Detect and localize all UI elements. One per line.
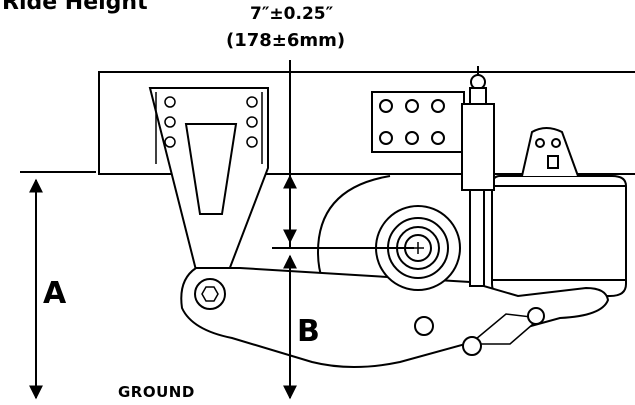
ground-label: GROUND bbox=[118, 383, 195, 401]
shock-absorber bbox=[461, 66, 495, 287]
dimension-metric-label: (178±6mm) bbox=[226, 30, 346, 51]
mount-plate bbox=[371, 91, 465, 153]
page-title: Ride Height bbox=[2, 0, 148, 15]
dimension-b-label: B bbox=[297, 314, 320, 349]
dimension-lines bbox=[20, 60, 414, 400]
axle-center-bushing bbox=[375, 205, 461, 291]
air-spring bbox=[491, 127, 627, 297]
hanger-bracket bbox=[148, 87, 269, 279]
dimension-imperial-label: 7″±0.25″ bbox=[250, 4, 334, 24]
dimension-a-label: A bbox=[43, 276, 67, 311]
